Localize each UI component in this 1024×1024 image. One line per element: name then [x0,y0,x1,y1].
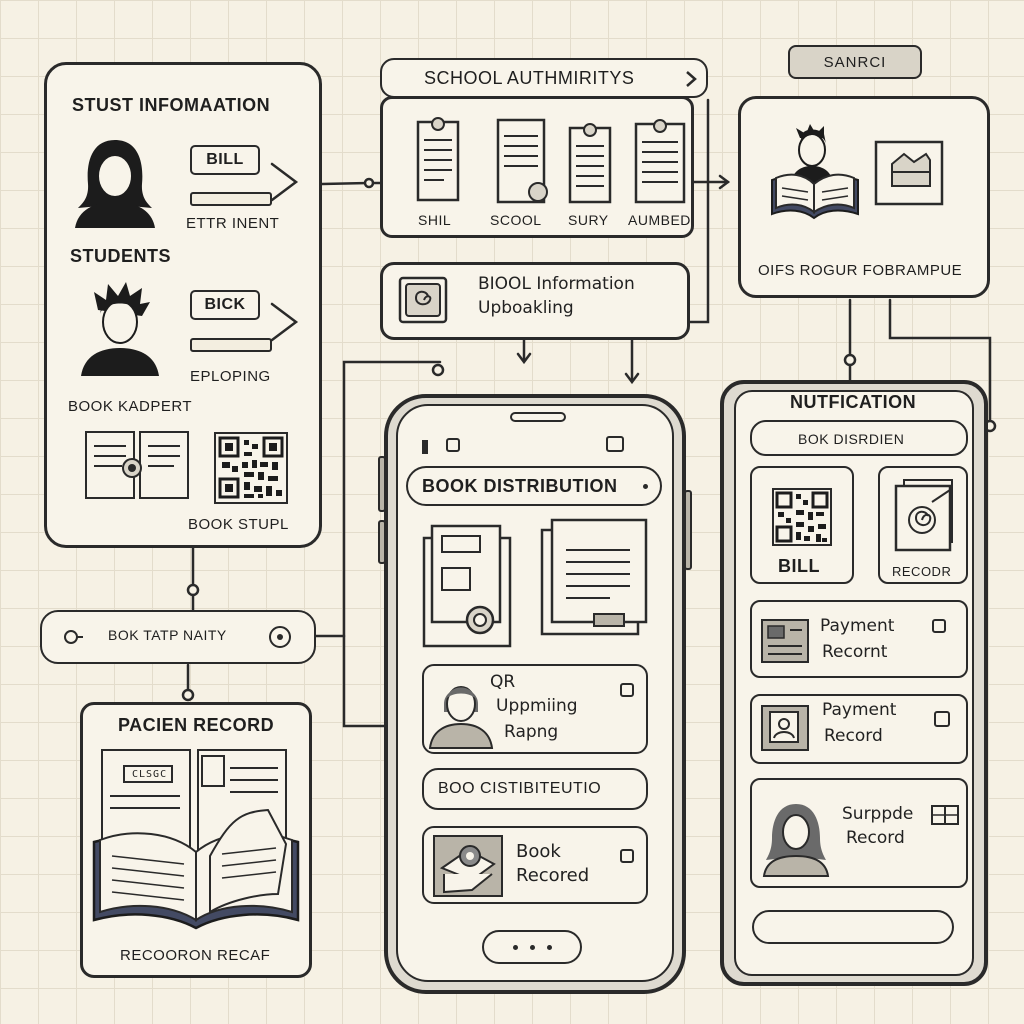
school-authorities-header[interactable] [380,58,708,98]
phone-home-button[interactable] [482,930,582,964]
upload-line-1: BIOOL Information [478,274,635,294]
notification-subheader[interactable] [750,420,968,456]
document-seal-icon[interactable] [494,116,552,206]
open-documents-icon [85,431,189,499]
target-icon[interactable] [268,625,292,649]
payment-card-icon [761,619,809,663]
book-tatp-label: BOK TATP NAITY [108,627,227,643]
open-book-icon [92,749,300,930]
search-icon[interactable] [62,628,84,646]
book-card-line-1: Book [516,841,561,862]
dot-icon [512,944,518,950]
phone-speaker [510,412,566,422]
payment-2-line-2: Record [824,726,883,746]
woman-avatar-icon [762,804,830,877]
bick-button[interactable]: BICK [190,290,260,320]
entry-input-bar[interactable] [190,192,272,206]
supp-line-2: Record [846,828,905,848]
folder-document-icon [894,479,953,552]
school-authorities-title: SCHOOL AUTHMIRITYS [424,68,635,88]
status-battery-icon [606,436,624,452]
payment-1-line-1: Payment [820,616,895,636]
qr-card-line-2: Uppmiing [496,696,578,716]
document-clip-icon[interactable] [414,116,462,204]
notification-title: NUTFICATION [790,392,917,412]
phone-side-button [378,520,386,564]
book-distribution-title: BOOK DISTRIBUTION [422,476,618,496]
payment-2-line-1: Payment [822,700,897,720]
oifs-caption: OIFS ROGUR FOBRAMPUE [758,262,963,279]
phone-side-button [378,456,386,512]
status-signal-icon [422,440,428,454]
card-menu-icon[interactable] [934,711,950,727]
notification-subheader-label: BOK DISRDIEN [798,431,905,447]
documents-icon[interactable] [538,516,650,636]
book-stupl-label: BOOK STUPL [188,516,289,533]
folder-image-icon [874,140,944,206]
dot-icon [529,944,535,950]
person-avatar-icon [428,686,494,749]
bill-button[interactable]: BILL [190,145,260,175]
student-avatar-girl-icon [75,140,155,228]
students-label: STUDENTS [70,246,172,266]
qr-card-line-1: QR [490,672,516,692]
book-card-line-2: Recored [516,865,590,886]
school-doc-label: SHIL [418,212,452,228]
qr-code-icon[interactable] [214,432,288,504]
exploring-label: EPLOPING [190,368,271,385]
qr-code-icon [772,488,832,546]
upload-line-2: Upboakling [478,298,574,318]
book-distribution-pill-label: BOO CISTIBITEUTIO [438,780,602,797]
supp-line-1: Surppde [842,804,914,824]
chevron-right-icon[interactable] [268,160,300,204]
pacien-book-tag: CLSGC [132,769,168,780]
notification-input-bar[interactable] [752,910,954,944]
school-doc-label: SCOOL [490,212,542,228]
document-stack-icon[interactable] [420,520,520,650]
upload-icon[interactable] [398,276,448,324]
flag-icon[interactable] [930,804,960,826]
pacien-record-title: PACIEN RECORD [118,715,275,735]
document-clip-icon[interactable] [566,120,614,206]
book-distribution-pill[interactable] [422,768,648,810]
school-doc-label: AUMBED [628,212,691,228]
entry-label: ETTR INENT [186,215,280,232]
recodr-label: RECODR [892,564,952,579]
document-clip-icon[interactable] [632,116,688,206]
card-menu-icon[interactable] [620,683,634,697]
student-avatar-boy-icon [81,282,159,376]
chevron-right-icon[interactable] [684,70,698,88]
book-kadpert-label: BOOK KADPERT [68,398,193,415]
id-card-icon [761,705,809,751]
header-dot [643,484,648,489]
bill-label: BILL [778,556,820,576]
card-menu-icon[interactable] [620,849,634,863]
book-seal-icon [433,835,503,897]
exploring-input-bar[interactable] [190,338,272,352]
phone-side-button [684,490,692,570]
pacien-record-caption: RECOORON RECAF [120,947,271,964]
student-panel-title: STUST INFOMAATION [72,95,271,115]
status-camera-icon [446,438,460,452]
dot-icon [546,944,552,950]
chevron-right-icon[interactable] [268,300,300,344]
reader-book-icon [771,124,859,220]
book-distribution-header[interactable] [406,466,662,506]
payment-1-line-2: Recornt [822,642,888,662]
qr-card-line-3: Rapng [504,722,559,742]
school-doc-label: SURY [568,212,609,228]
search-button[interactable]: SANRCI [788,45,922,79]
card-menu-icon[interactable] [932,619,946,633]
